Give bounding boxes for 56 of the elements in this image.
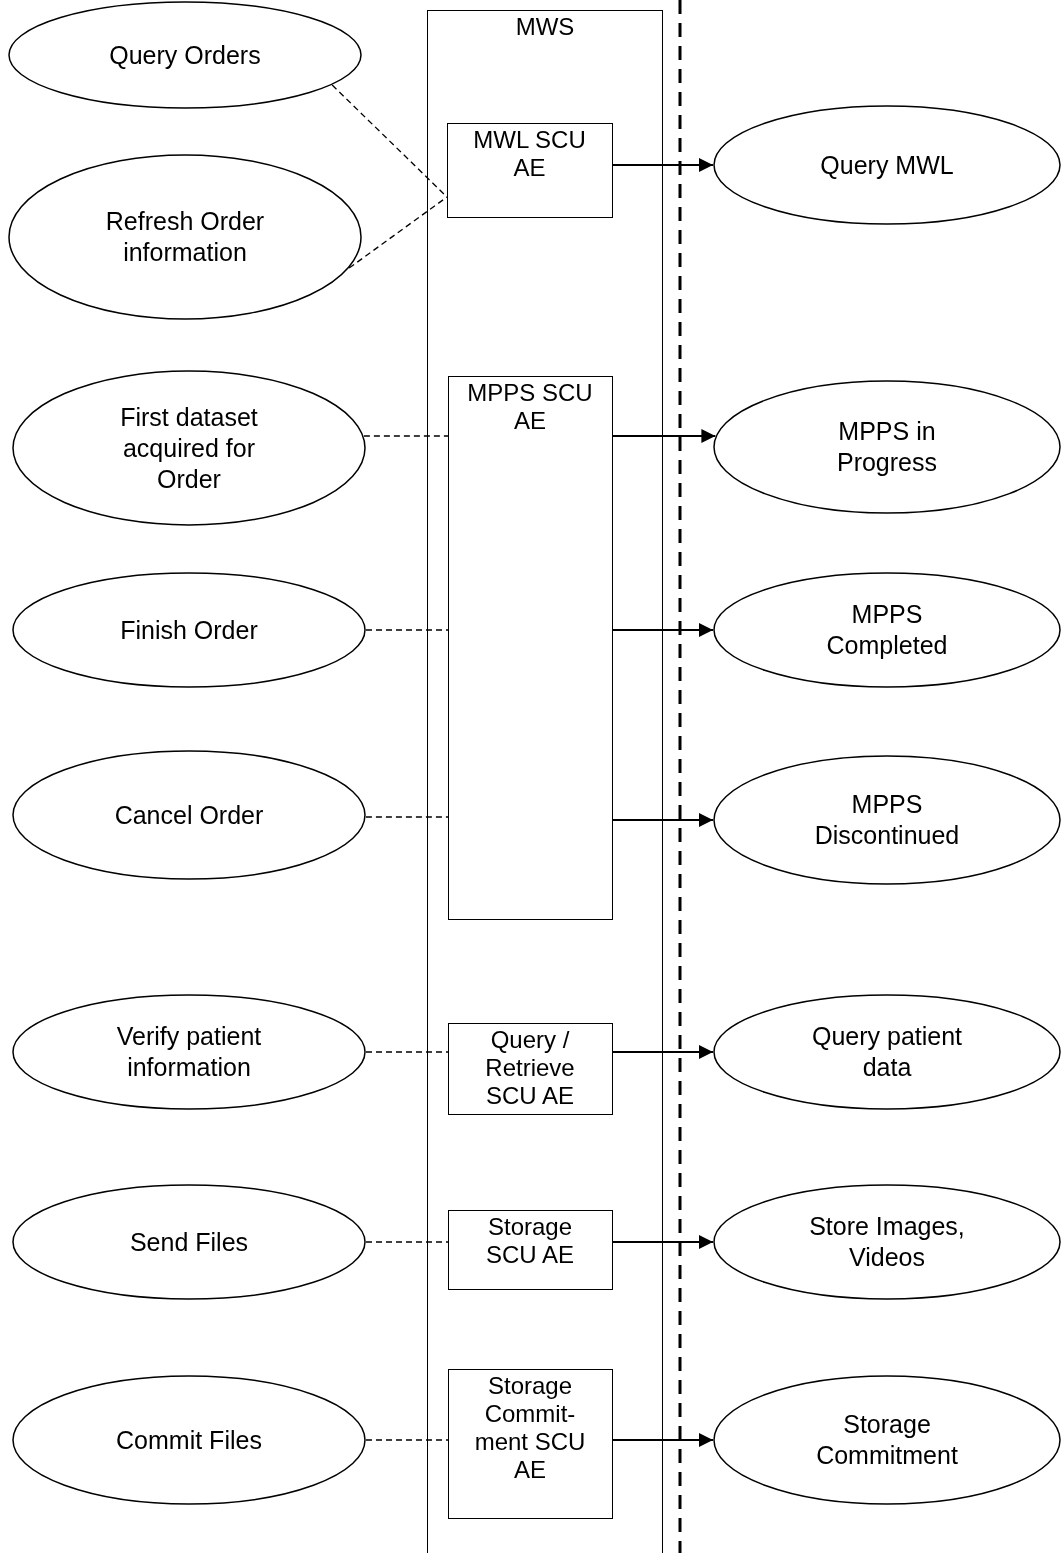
use-case-label: Finish Order: [119, 614, 259, 646]
ae-label: MWL SCU AE: [472, 125, 587, 182]
use-case-ellipse: [8, 1, 362, 109]
use-case-label: Cancel Order: [113, 799, 265, 831]
use-case-ellipse: [713, 380, 1061, 514]
use-case-ellipse: [713, 1375, 1061, 1505]
arrow: [612, 813, 714, 827]
use-case-ellipse: [12, 994, 366, 1110]
ae-box: [446, 122, 613, 218]
component-box: [427, 10, 663, 1553]
use-case-label: Storage Commitment: [815, 1409, 959, 1471]
use-case-ellipse: [713, 994, 1061, 1110]
ae-box: [447, 375, 613, 920]
use-case-label: Query patient data: [810, 1021, 964, 1083]
arrow: [612, 1045, 714, 1059]
arrow: [612, 429, 717, 443]
use-case-label: MPPS Discontinued: [813, 789, 961, 851]
ae-box: [447, 1209, 613, 1290]
component-label: MWS: [514, 13, 576, 41]
use-case-label: Verify patient information: [115, 1021, 263, 1083]
dashed-connector: [365, 816, 449, 818]
use-case-ellipse: [12, 370, 366, 526]
arrow: [612, 158, 714, 172]
use-case-label: First dataset acquired for Order: [119, 401, 259, 495]
arrow: [612, 623, 714, 637]
ae-label: MPPS SCU AE: [466, 378, 594, 435]
arrow: [612, 1433, 714, 1447]
use-case-label: MPPS in Progress: [835, 416, 938, 478]
use-case-label: Store Images, Videos: [808, 1211, 966, 1273]
arrow: [612, 1235, 714, 1249]
ae-label: Storage SCU AE: [485, 1212, 575, 1269]
dashed-connector: [365, 629, 449, 631]
use-case-label: Query Orders: [108, 39, 262, 71]
use-case-ellipse: [713, 1184, 1061, 1300]
use-case-label: MPPS Completed: [825, 599, 949, 661]
use-case-ellipse: [713, 105, 1061, 225]
ae-box: [447, 1368, 613, 1519]
use-case-ellipse: [713, 572, 1061, 688]
dashed-connector: [365, 1241, 449, 1243]
dashed-connector: [363, 435, 449, 437]
use-case-ellipse: [12, 750, 366, 880]
use-case-label: Send Files: [128, 1226, 250, 1258]
ae-box: [447, 1022, 613, 1115]
ae-label: Storage Commit-ment SCU AE: [473, 1371, 587, 1484]
dashed-connector: [365, 1439, 449, 1441]
ae-label: Query / Retrieve SCU AE: [484, 1025, 576, 1110]
use-case-label: Query MWL: [819, 149, 955, 181]
use-case-ellipse: [12, 1375, 366, 1505]
use-case-ellipse: [713, 755, 1061, 885]
use-case-ellipse: [12, 1184, 366, 1300]
use-case-label: Commit Files: [115, 1424, 263, 1456]
use-case-label: Refresh Order information: [104, 206, 266, 268]
use-case-ellipse: [8, 154, 362, 320]
dashed-connector: [348, 196, 448, 269]
dashed-connector: [365, 1051, 449, 1053]
use-case-ellipse: [12, 572, 366, 688]
